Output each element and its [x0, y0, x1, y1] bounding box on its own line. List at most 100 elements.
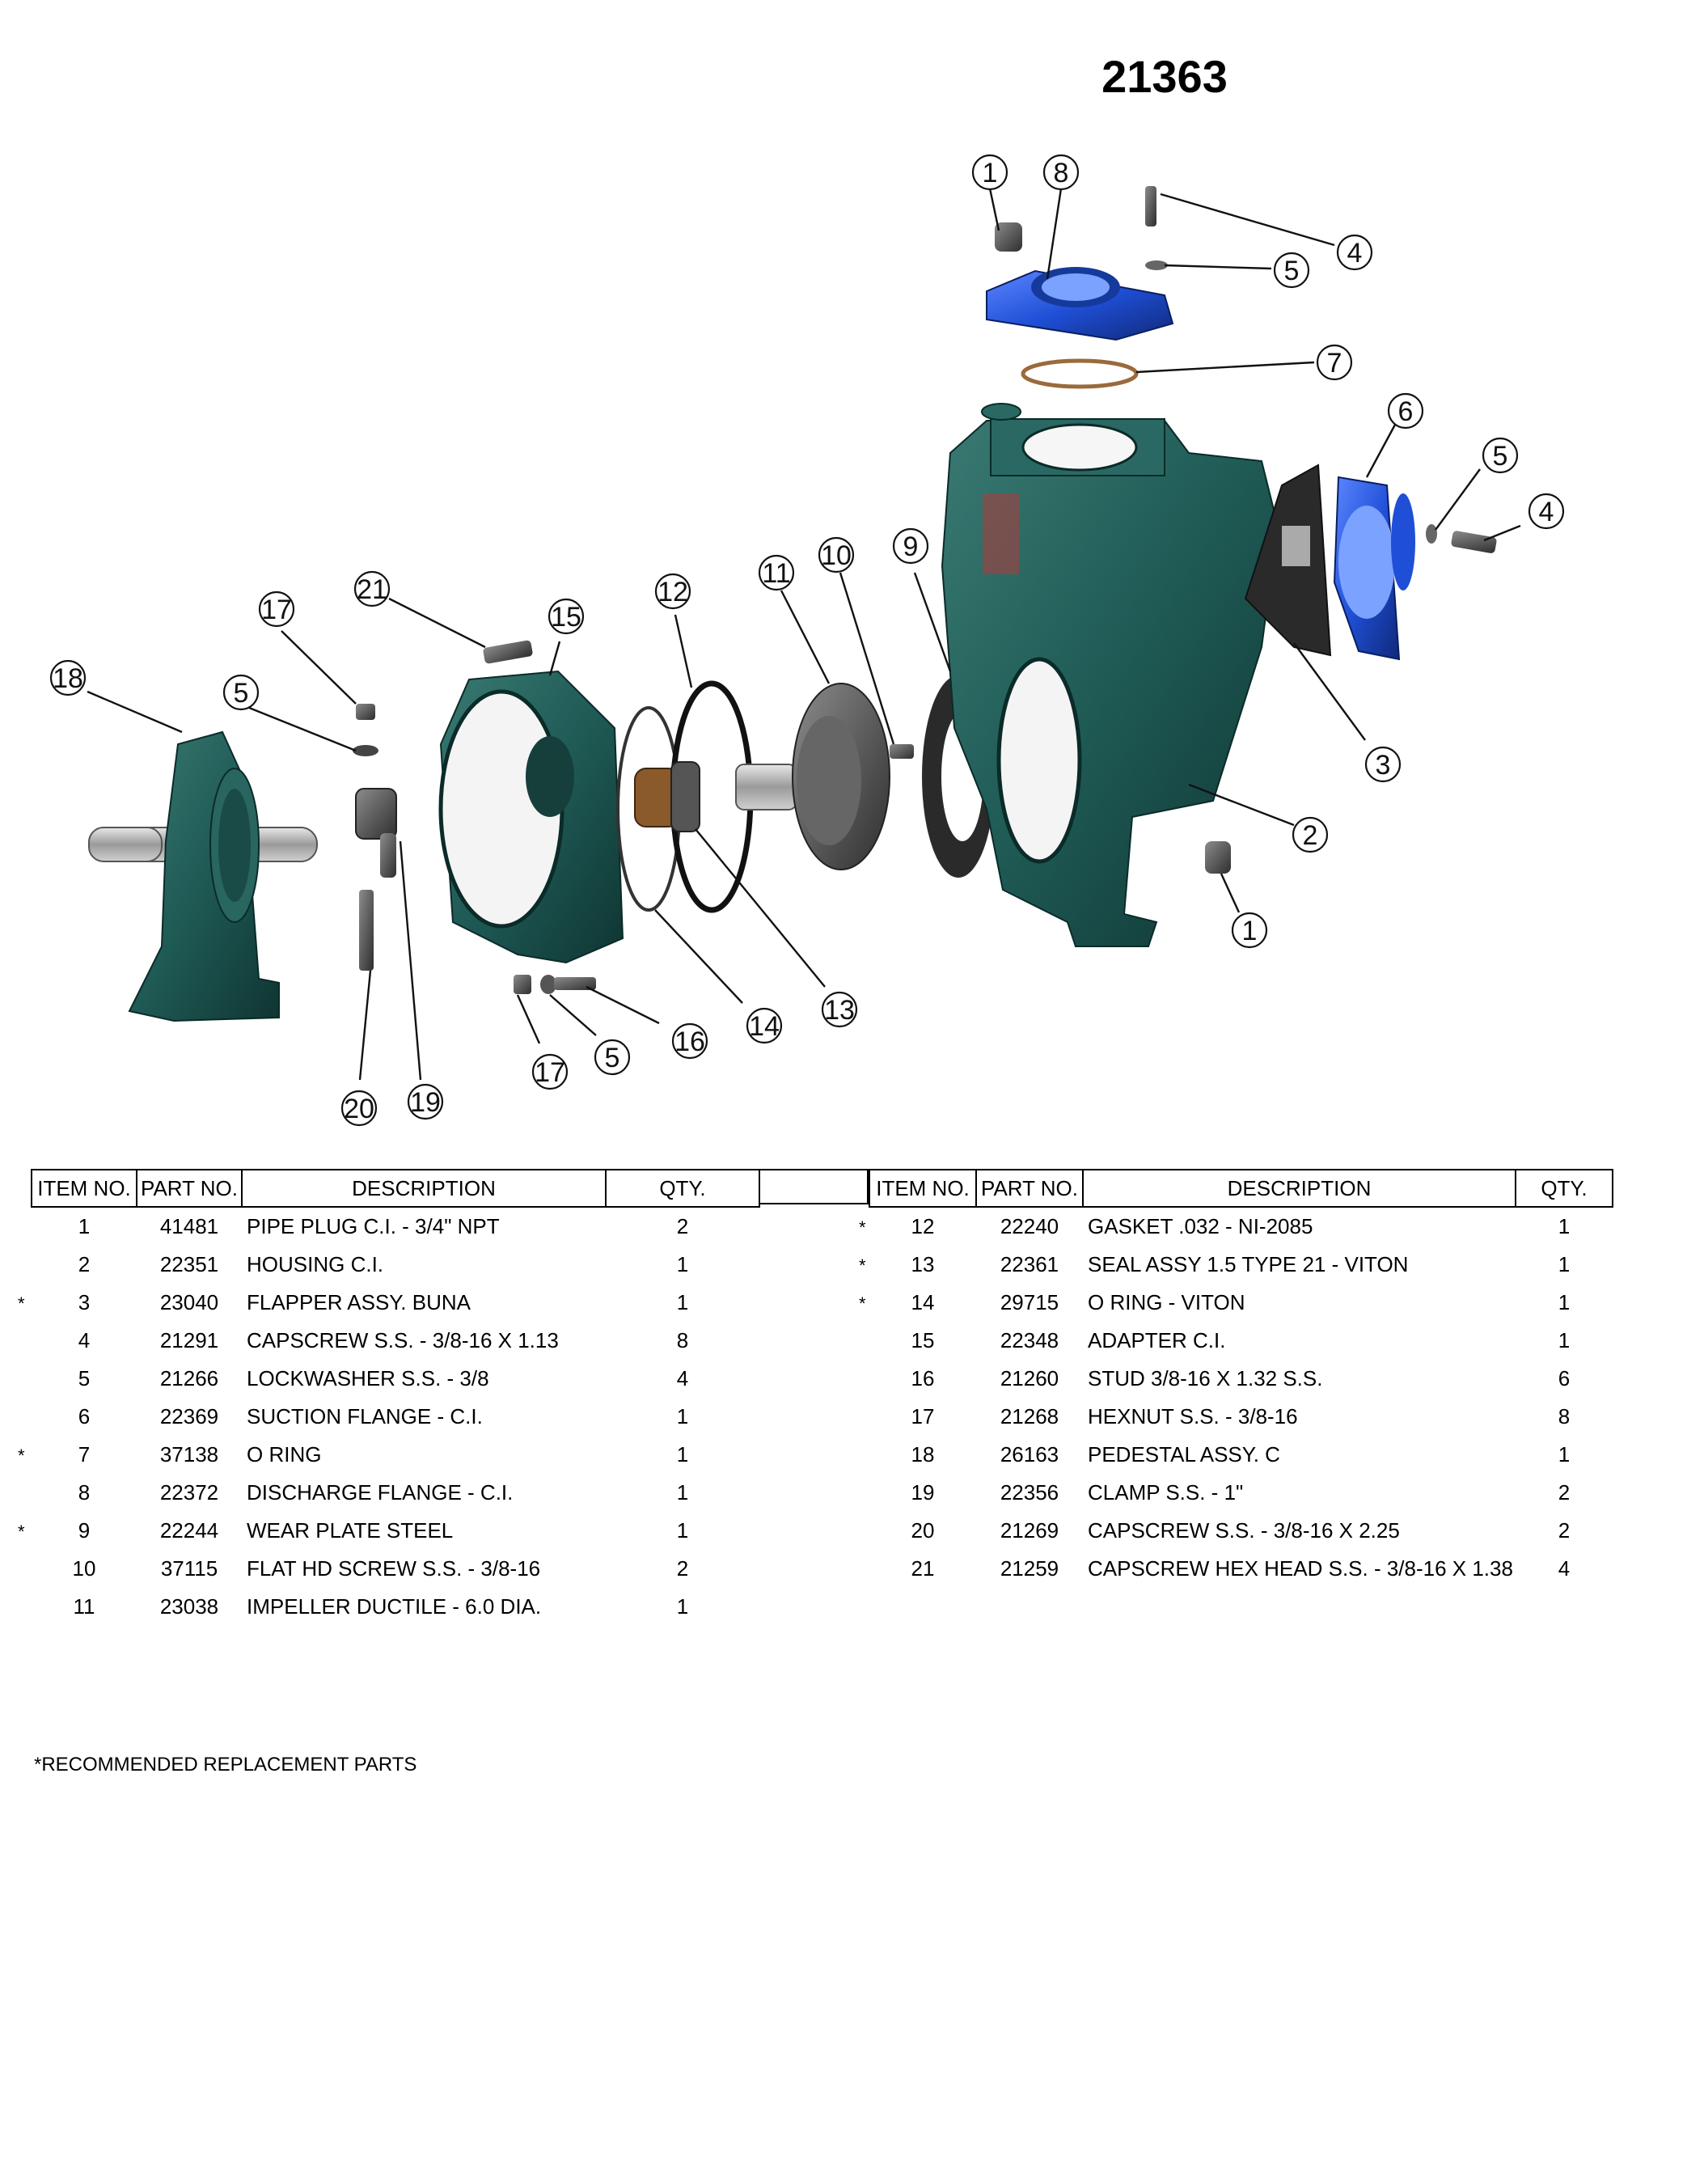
qty-cell: 2: [676, 1556, 689, 1581]
recommended-mark: *: [859, 1293, 866, 1314]
pedestal-assembly: [88, 730, 318, 1022]
svg-text:21: 21: [357, 574, 387, 605]
qty-cell: 2: [1558, 1518, 1571, 1543]
description-cell: PEDESTAL ASSY. C: [1088, 1442, 1280, 1467]
item-no-cell: 11: [73, 1594, 95, 1619]
qty-cell: 1: [676, 1518, 689, 1543]
table-row: 8 22372 DISCHARGE FLANGE - C.I. 1: [32, 1474, 759, 1512]
part-no-cell: 22240: [1000, 1214, 1059, 1238]
description-cell: FLAPPER ASSY. BUNA: [247, 1290, 471, 1314]
recommended-mark: *: [859, 1217, 866, 1238]
callout-18: 18: [49, 659, 87, 696]
callout-13: 13: [821, 991, 858, 1028]
description-cell: PIPE PLUG C.I. - 3/4" NPT: [247, 1214, 500, 1238]
callout-16: 16: [671, 1022, 708, 1060]
svg-text:1: 1: [1242, 916, 1258, 946]
part-no-cell: 21260: [1000, 1366, 1059, 1390]
description-cell: FLAT HD SCREW S.S. - 3/8-16: [247, 1556, 541, 1581]
item-no-cell: 12: [911, 1214, 935, 1238]
description-cell: CAPSCREW S.S. - 3/8-16 X 1.13: [247, 1328, 559, 1352]
callout-5: 5: [222, 674, 260, 711]
callout-15: 15: [548, 598, 585, 635]
lockwasher-right: [1426, 524, 1437, 544]
callout-7: 7: [1316, 344, 1353, 381]
item-no-cell: 13: [911, 1252, 935, 1276]
capscrew-top-right: [1145, 186, 1156, 226]
qty-cell: 1: [676, 1594, 689, 1619]
svg-text:10: 10: [821, 540, 852, 571]
lockwasher-top: [1145, 260, 1168, 270]
qty-cell: 6: [1558, 1366, 1571, 1390]
hexnut-small-left: [353, 704, 378, 756]
part-no-cell: 22351: [159, 1252, 219, 1276]
callout-1: 1: [1231, 912, 1268, 949]
header-part-no: PART NO.: [136, 1169, 243, 1208]
stud-and-nut-bottom: [514, 975, 596, 994]
svg-text:15: 15: [551, 602, 581, 633]
suction-flange: [1333, 476, 1415, 661]
callout-5: 5: [1273, 252, 1310, 289]
callout-17: 17: [531, 1053, 569, 1090]
item-no-cell: 18: [911, 1442, 935, 1467]
seal-assembly: [634, 761, 700, 832]
qty-cell: 4: [1558, 1556, 1571, 1581]
callout-14: 14: [746, 1007, 783, 1044]
recommended-mark: *: [18, 1445, 25, 1466]
item-no-cell: 8: [78, 1480, 91, 1505]
description-cell: GASKET .032 - NI-2085: [1088, 1214, 1313, 1238]
part-no-cell: 21269: [1000, 1518, 1059, 1543]
qty-cell: 8: [1558, 1404, 1571, 1428]
part-no-cell: 37115: [160, 1556, 218, 1581]
svg-text:5: 5: [605, 1043, 620, 1073]
callout-5: 5: [594, 1039, 631, 1076]
recommended-mark: *: [18, 1293, 25, 1314]
item-no-cell: 19: [911, 1480, 935, 1505]
callout-12: 12: [654, 573, 691, 610]
callout-21: 21: [353, 570, 391, 607]
header-description: DESCRIPTION: [1082, 1169, 1516, 1208]
clamp-and-capscrew: [355, 788, 397, 971]
item-no-cell: 20: [911, 1518, 935, 1543]
qty-cell: 1: [676, 1480, 689, 1505]
header-description: DESCRIPTION: [241, 1169, 607, 1208]
svg-text:6: 6: [1398, 396, 1414, 427]
capscrew-right: [1451, 531, 1497, 553]
svg-text:11: 11: [762, 558, 790, 589]
part-no-cell: 22372: [159, 1480, 219, 1505]
description-cell: SEAL ASSY 1.5 TYPE 21 - VITON: [1088, 1252, 1409, 1276]
part-no-cell: 22348: [1000, 1328, 1059, 1352]
header-part-no: PART NO.: [975, 1169, 1084, 1208]
page-title: 21363: [1101, 51, 1228, 102]
callout-5: 5: [1482, 437, 1519, 474]
description-cell: DISCHARGE FLANGE - C.I.: [247, 1480, 514, 1505]
qty-cell: 1: [1558, 1252, 1571, 1276]
svg-text:19: 19: [410, 1087, 441, 1118]
qty-cell: 2: [676, 1214, 689, 1238]
item-no-cell: 1: [78, 1214, 91, 1238]
callout-3: 3: [1364, 746, 1402, 783]
recommended-mark: *: [859, 1255, 866, 1276]
callout-2: 2: [1292, 816, 1329, 853]
part-no-cell: 21259: [1000, 1556, 1059, 1581]
qty-cell: 1: [676, 1442, 689, 1467]
item-no-cell: 2: [78, 1252, 91, 1276]
qty-cell: 1: [676, 1252, 689, 1276]
footnote: *RECOMMENDED REPLACEMENT PARTS: [34, 1754, 417, 1776]
part-no-cell: 22244: [159, 1518, 219, 1543]
svg-text:18: 18: [53, 663, 83, 694]
qty-cell: 8: [676, 1328, 689, 1352]
description-cell: STUD 3/8-16 X 1.32 S.S.: [1088, 1366, 1323, 1390]
header-qty: QTY.: [1515, 1169, 1613, 1208]
table-header-row: ITEM NO. PART NO. DESCRIPTION QTY.: [31, 1169, 760, 1208]
recommended-mark: *: [18, 1522, 25, 1542]
qty-cell: 1: [1558, 1290, 1571, 1314]
